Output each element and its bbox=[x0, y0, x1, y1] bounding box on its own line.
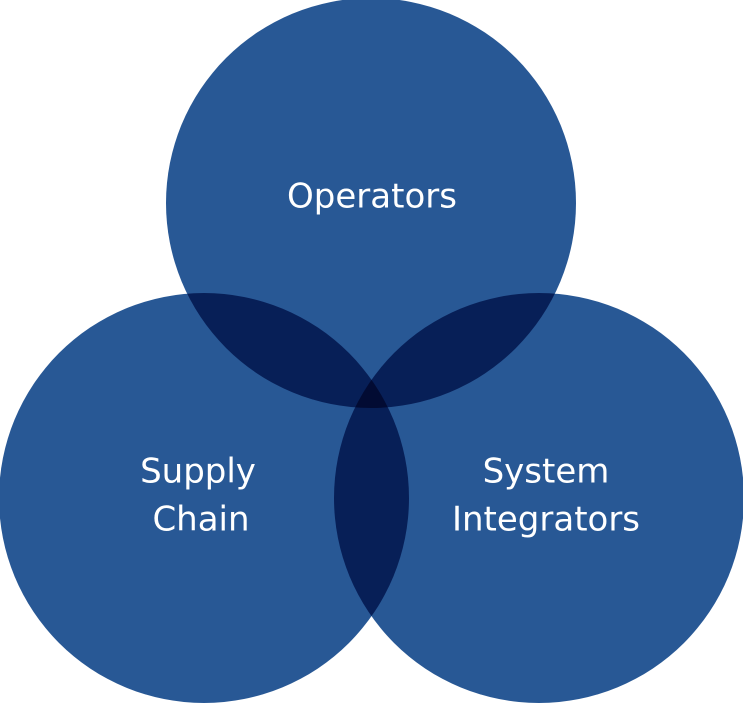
supply-chain-label-line-2: Chain bbox=[152, 500, 249, 540]
system-integrators-label-line-2: Integrators bbox=[452, 500, 640, 540]
operators-label: Operators bbox=[287, 177, 457, 217]
supply-chain-label-line-1: Supply bbox=[140, 452, 256, 492]
system-integrators-circle bbox=[334, 293, 743, 703]
labels: Operators Supply Chain System Integrator… bbox=[140, 177, 640, 540]
supply-chain-circle bbox=[0, 293, 409, 703]
system-integrators-label-line-1: System bbox=[483, 452, 610, 492]
